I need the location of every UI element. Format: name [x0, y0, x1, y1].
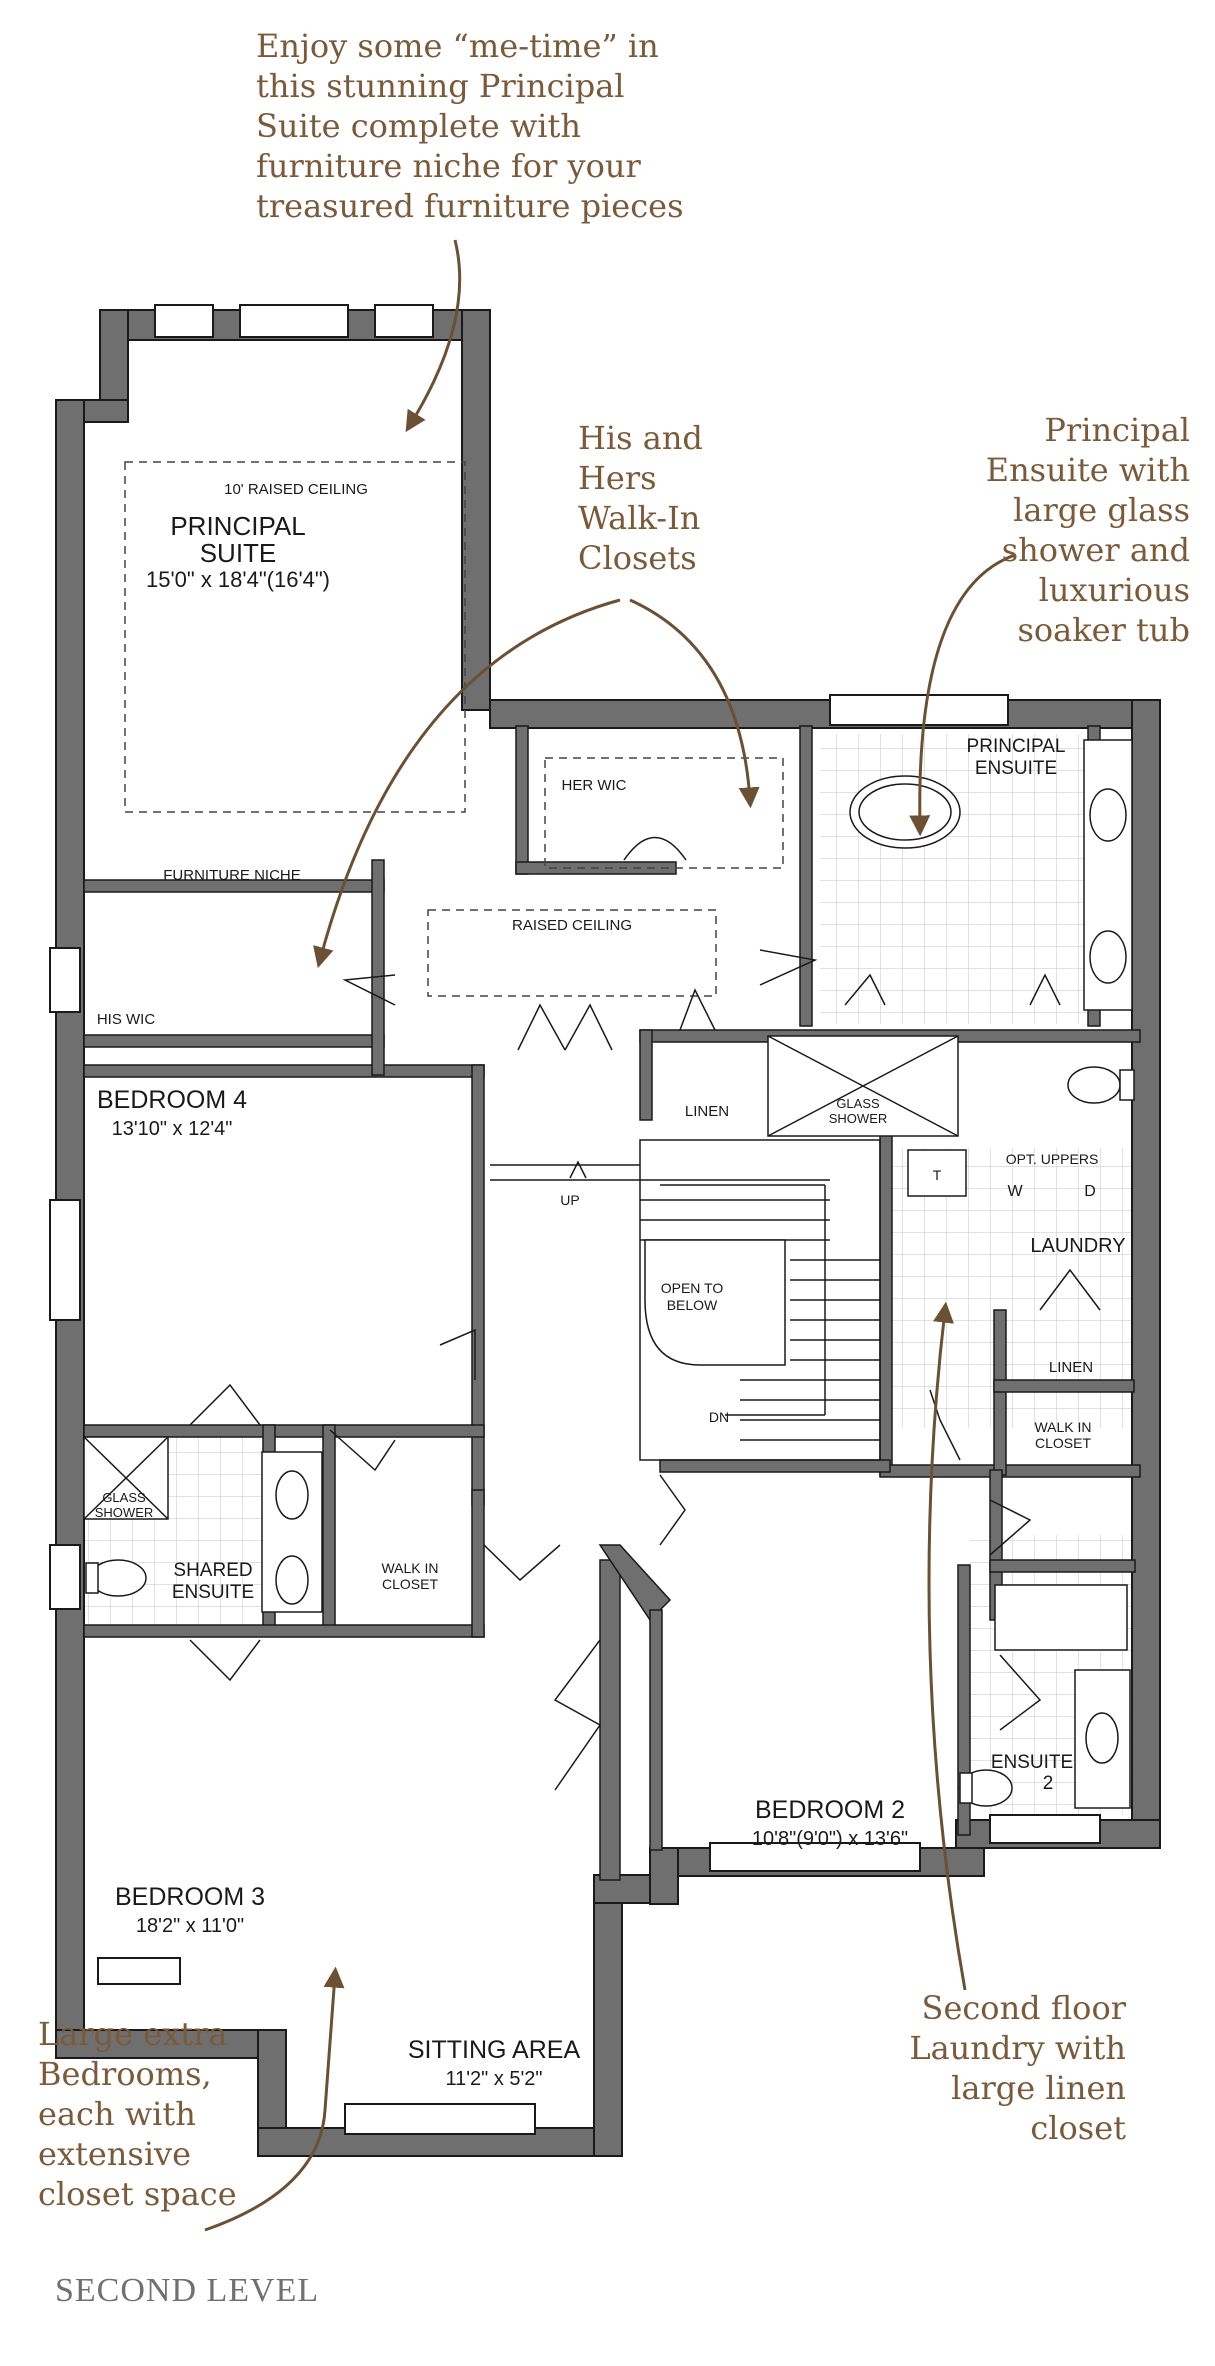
label-walk-in-closet-b-2: CLOSET: [382, 1576, 438, 1592]
callout-principal-ensuite: Principal Ensuite with large glass showe…: [985, 411, 1190, 649]
dim-bedroom-4: 13'10" x 12'4": [112, 1118, 233, 1140]
callout-principal-suite: Enjoy some “me-time” in this stunning Pr…: [256, 27, 684, 225]
label-ensuite-2-2: 2: [1043, 1773, 1054, 1794]
level-title: SECOND LEVEL: [55, 2272, 320, 2309]
label-linen-2: LINEN: [1049, 1359, 1093, 1376]
arrow-laundry: [927, 1301, 967, 1991]
label-shared-glass-shower-1: GLASS: [102, 1490, 146, 1505]
label-bedroom-2: BEDROOM 2: [755, 1796, 905, 1824]
arrow-principal-suite: [405, 239, 462, 433]
dim-sitting-area: 11'2" x 5'2": [445, 2068, 542, 2090]
dim-bedroom-2: 10'8"(9'0") x 13'6": [752, 1828, 908, 1850]
raised-ceilings: [124, 461, 784, 997]
label-w: W: [1007, 1183, 1023, 1200]
windows: [49, 304, 1101, 2135]
fixtures: [83, 739, 1135, 1809]
label-shared-glass-shower-2: SHOWER: [95, 1505, 154, 1520]
label-open-to-below-2: BELOW: [667, 1297, 718, 1313]
label-walk-in-closet-2: CLOSET: [1035, 1435, 1091, 1451]
dim-principal-suite: 15'0" x 18'4"(16'4"): [146, 567, 330, 592]
label-bedroom-4: BEDROOM 4: [97, 1086, 247, 1114]
callout-bedrooms: Large extra Bedrooms, each with extensiv…: [38, 2015, 237, 2213]
arrow-ensuite: [909, 553, 1016, 837]
callout-walk-in-closets: His and Hers Walk-In Closets: [578, 419, 703, 577]
callout-arrows: [204, 239, 1016, 2232]
label-dn: DN: [709, 1409, 729, 1425]
label-raised-ceiling: RAISED CEILING: [512, 917, 632, 934]
label-her-wic: HER WIC: [562, 777, 627, 794]
label-walk-in-closet-1: WALK IN: [1034, 1419, 1091, 1435]
room-labels: 10' RAISED CEILING PRINCIPAL SUITE 15'0"…: [95, 481, 1126, 2090]
staircase: [490, 1139, 881, 1461]
label-shared-ensuite-1: SHARED: [173, 1560, 252, 1581]
arrow-her-wic: [629, 598, 760, 809]
label-glass-shower-1: GLASS: [836, 1096, 880, 1111]
label-furniture-niche: FURNITURE NICHE: [163, 867, 301, 884]
label-shared-ensuite-2: ENSUITE: [172, 1582, 254, 1603]
label-ensuite-2-1: ENSUITE: [991, 1752, 1073, 1773]
label-bedroom-3: BEDROOM 3: [115, 1883, 265, 1911]
label-opt-uppers: OPT. UPPERS: [1006, 1151, 1099, 1167]
label-10-raised-ceiling: 10' RAISED CEILING: [224, 481, 368, 498]
label-laundry: LAUNDRY: [1030, 1235, 1125, 1257]
label-glass-shower-2: SHOWER: [829, 1111, 888, 1126]
label-linen-1: LINEN: [685, 1103, 729, 1120]
label-open-to-below-1: OPEN TO: [661, 1280, 724, 1296]
label-t: T: [933, 1167, 942, 1183]
label-sitting-area: SITTING AREA: [408, 2036, 581, 2064]
doors: [189, 836, 1101, 1791]
label-up: UP: [560, 1192, 579, 1208]
label-his-wic: HIS WIC: [97, 1011, 155, 1028]
label-principal-ensuite-1: PRINCIPAL: [967, 736, 1066, 757]
label-d: D: [1084, 1183, 1096, 1200]
callout-laundry: Second floor Laundry with large linen cl…: [909, 1989, 1126, 2147]
label-principal-suite-2: SUITE: [200, 538, 277, 568]
label-principal-ensuite-2: ENSUITE: [975, 758, 1057, 779]
label-principal-suite-1: PRINCIPAL: [170, 511, 305, 541]
dim-bedroom-3: 18'2" x 11'0": [136, 1915, 244, 1937]
arrow-bedrooms: [204, 1966, 345, 2232]
label-walk-in-closet-b-1: WALK IN: [381, 1560, 438, 1576]
arrow-his-wic: [313, 598, 621, 969]
